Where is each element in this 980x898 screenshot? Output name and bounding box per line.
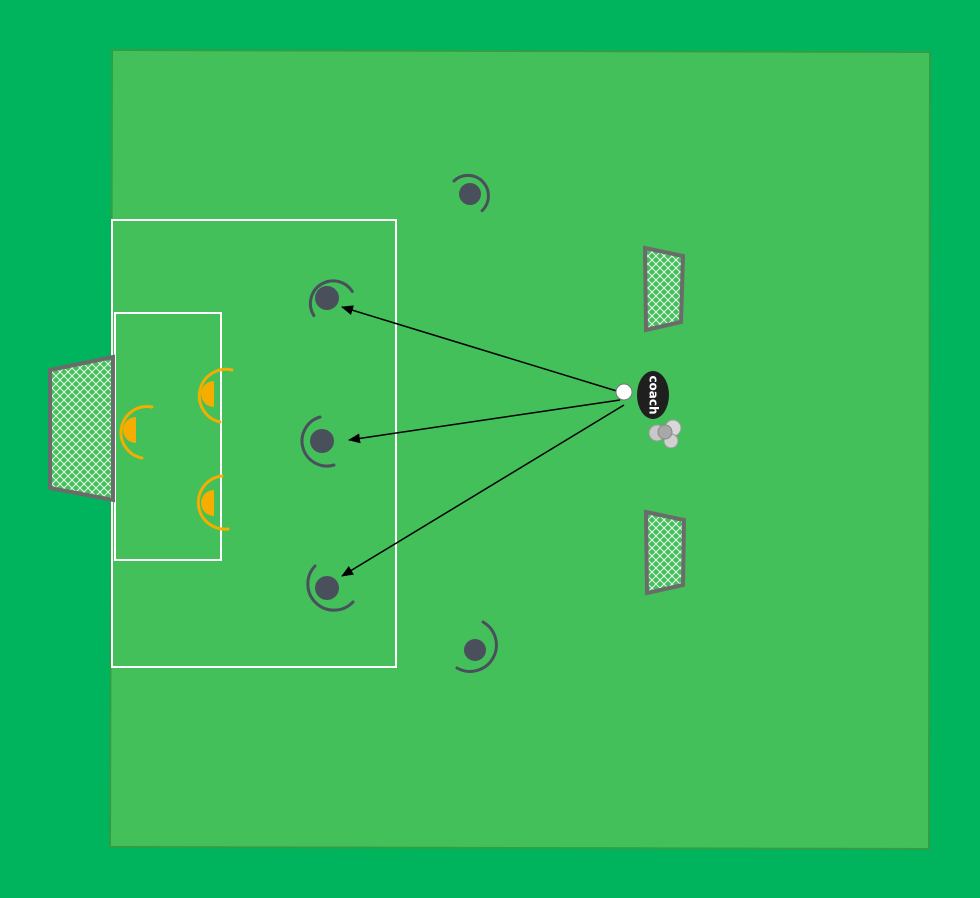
spare-ball: [657, 424, 673, 440]
pass-arrow-3: [341, 404, 625, 577]
yellow-goalkeeper: [119, 405, 154, 460]
pass-arrows: [341, 305, 625, 577]
mini-goal-top: [642, 245, 686, 333]
dark-player-bottom: [455, 620, 498, 673]
dark-player-top: [452, 173, 490, 213]
ball: [615, 383, 633, 401]
dark-player-lower: [306, 564, 355, 612]
dark-player-middle: [300, 415, 336, 468]
main-goal: [48, 354, 115, 503]
pass-arrow-1: [341, 305, 621, 393]
pass-arrow-2: [348, 399, 621, 444]
yellow-defender-bottom: [196, 474, 230, 531]
mini-goal-bottom: [643, 509, 687, 596]
spare-balls: [648, 419, 682, 449]
coach-label: coach: [647, 375, 661, 414]
dark-player-upper: [308, 279, 354, 318]
yellow-defender-top: [197, 367, 234, 424]
pitch: [108, 48, 932, 851]
coach-marker: coach: [637, 371, 669, 419]
